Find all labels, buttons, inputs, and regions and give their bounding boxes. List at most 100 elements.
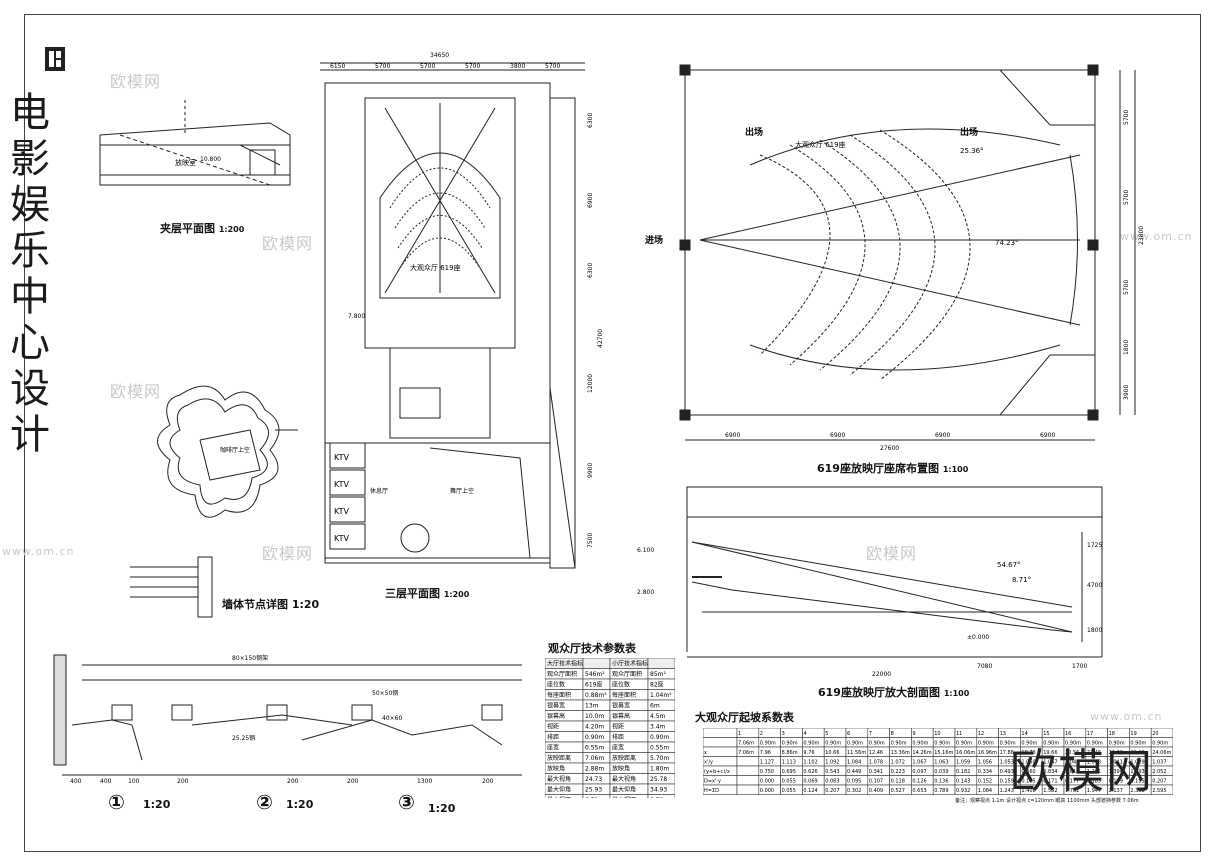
slope-table-text: 0.183 — [1087, 779, 1101, 785]
logo-icon — [45, 47, 65, 71]
tech-table-text: 每座面积 — [547, 691, 571, 699]
title-char: 乐 — [10, 228, 50, 274]
slope-table-text: 0.055 — [782, 788, 796, 794]
seating-dim-v: 1800 — [1123, 340, 1130, 355]
tech-table-text: 小厅技术指标 — [612, 660, 648, 668]
slope-table-text: 9 — [912, 731, 915, 737]
slope-table-cell — [736, 765, 760, 776]
slope-table-text: 0.449 — [847, 769, 861, 775]
tech-table-text: 1.80m — [650, 766, 669, 773]
seating-dim-v: 5700 — [1123, 280, 1130, 295]
seating-dim: 6900 — [725, 432, 740, 439]
slope-table-text: 0.90m — [934, 741, 950, 747]
tech-table-text: 排距 — [547, 733, 559, 741]
slope-table-text: 16 — [1065, 731, 1071, 737]
slope-table-text: x — [704, 750, 707, 756]
slope-table-cell — [736, 756, 760, 767]
slope-table-text: 1.102 — [803, 760, 817, 766]
slope-table-text: 0.095 — [847, 779, 861, 785]
slope-table-text: 1.063 — [934, 760, 948, 766]
tech-table-cell — [582, 794, 611, 798]
slope-table-text: 0.90m — [825, 741, 841, 747]
slope-table-text: 0.90m — [782, 741, 798, 747]
slope-table-text: 1.113 — [782, 760, 796, 766]
slope-table-text: 2.332 — [1130, 788, 1144, 794]
ktv-room-label: KTV — [334, 480, 350, 489]
slope-table-text: 3 — [782, 731, 785, 737]
tech-table-text: 82座 — [650, 681, 664, 689]
watermark: 欧模网 — [262, 234, 314, 253]
tech-table-text: 6.79 — [650, 797, 664, 798]
seating-dim-v: 3900 — [1123, 385, 1130, 400]
detail-note: 50×50钢 — [372, 689, 398, 697]
slope-table-text: 16.96m — [978, 750, 997, 756]
section-dim: 7080 — [977, 663, 992, 670]
plan-dim-v: 7500 — [587, 533, 594, 548]
wall-detail-title: 墙体节点详图 1:20 — [222, 598, 320, 611]
tech-table-text: 6m — [650, 703, 660, 710]
plan-dim: 5700 — [420, 63, 435, 70]
plan-elev: 7.800 — [348, 313, 365, 320]
seating-angle: 25.36° — [960, 147, 984, 155]
seating-dim: 6900 — [1040, 432, 1055, 439]
slope-table-text: 0.055 — [782, 779, 796, 785]
slope-table-text: 1.761 — [1065, 788, 1079, 794]
tech-table-text: 银幕宽 — [612, 702, 630, 710]
title-char: 心 — [10, 320, 50, 366]
slope-table-text: x'/y — [704, 760, 713, 766]
seating-angle: 74.23° — [995, 239, 1019, 247]
section-dim: 22000 — [872, 671, 891, 677]
slope-table-text: 0.90m — [1130, 741, 1146, 747]
slope-table-text: 14 — [1021, 731, 1027, 737]
slope-table-text: 0.069 — [803, 779, 817, 785]
tech-table-text: 放映距离 — [547, 754, 571, 762]
detail-2-number: ② — [256, 790, 273, 814]
slope-table-text: 0.493 — [1000, 769, 1014, 775]
detail-dim: 200 — [177, 778, 189, 785]
title-char: 中 — [10, 274, 50, 320]
slope-table-text: 14.26m — [912, 750, 931, 756]
seating-hall-label: 大观众厅 619座 — [795, 140, 846, 149]
slope-table-text: 1.072 — [891, 760, 905, 766]
tech-table-text: 座位数 — [547, 681, 565, 689]
title-char: 娱 — [10, 182, 50, 228]
slope-table-text: 0.171 — [1043, 779, 1057, 785]
slope-table-text: 19.66 — [1043, 750, 1057, 756]
slope-table-text: 0.118 — [891, 779, 905, 785]
slope-table-text: 0.302 — [847, 788, 861, 794]
slope-table-text: 7.06m — [738, 750, 754, 756]
seating-plan-title: 619座放映厅座席布置图 1:100 — [817, 462, 969, 475]
slope-table-title: 大观众厅起坡系数表 — [695, 711, 794, 724]
seating-plan-drawing: 出场 出场 进场 大观众厅 619座 25.36° 74.23° 6900 69… — [645, 64, 1145, 452]
tech-table-text: 4.20m — [585, 724, 604, 731]
tech-table-text: 视距 — [612, 723, 624, 731]
tech-table-text: 3.4m — [650, 724, 666, 731]
plan-total-dim: 34650 — [430, 52, 449, 59]
section-dim: 1700 — [1072, 663, 1087, 670]
tech-table-text: 0.55m — [650, 745, 669, 752]
slope-table-text: 0.90m — [1109, 741, 1125, 747]
slope-table-text: 1.593 — [1130, 769, 1144, 775]
slope-table-text: 21.46 — [1087, 750, 1101, 756]
slope-table-text: 12.46 — [869, 750, 883, 756]
tech-table-text: 7.06m — [585, 755, 604, 762]
entrance-label: 进场 — [645, 234, 663, 246]
slope-table-text: 0.90m — [1152, 741, 1168, 747]
sheet-border — [24, 14, 1201, 852]
tech-table-text: 5.70m — [650, 755, 669, 762]
detail-1-number: ① — [108, 790, 125, 814]
ktv-room-label: KTV — [334, 534, 350, 543]
tech-table-text: 视距 — [547, 723, 559, 731]
tech-table-cell — [647, 794, 675, 798]
slope-table-text: 1.201 — [1087, 769, 1101, 775]
section-angle: 54.67° — [997, 561, 1021, 569]
plan-dim-v: 6900 — [587, 193, 594, 208]
detail-note: 25.25钢 — [232, 734, 255, 742]
slope-table-text: 0.334 — [978, 769, 992, 775]
slope-table-text: 0.90m — [760, 741, 776, 747]
watermark: 欧模网 — [262, 544, 314, 563]
slope-table-text: 0.932 — [956, 788, 970, 794]
slope-table-text: 0.159 — [1000, 779, 1014, 785]
slope-table-text: 11 — [956, 731, 962, 737]
